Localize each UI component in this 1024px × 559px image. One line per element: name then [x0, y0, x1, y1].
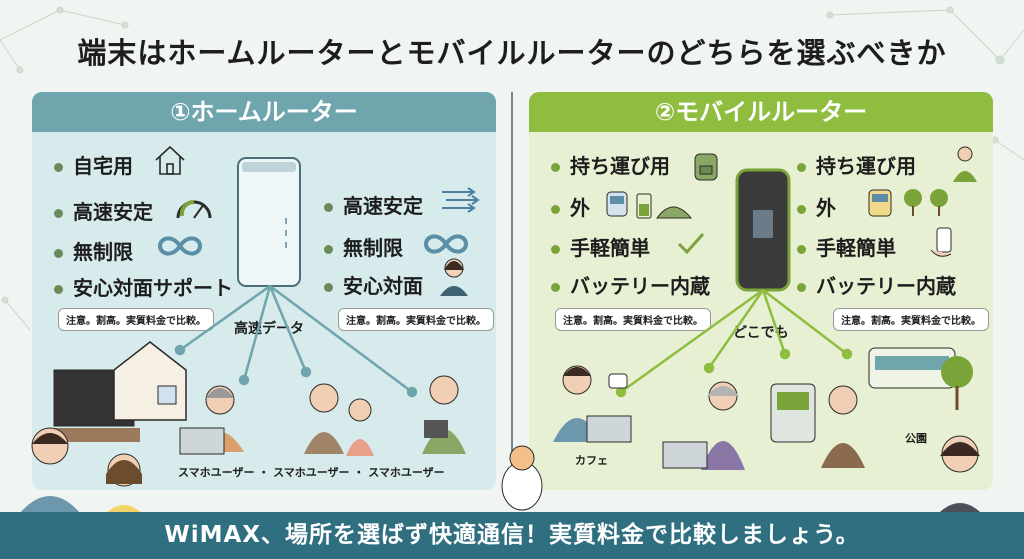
- bullet: [54, 285, 63, 294]
- bullet: [797, 205, 806, 214]
- home-note-left: 注意。割高。実質料金で比較。: [58, 308, 214, 331]
- tree-icon: [941, 356, 973, 410]
- mobile-feature-r4: バッテリー内蔵: [797, 270, 956, 299]
- coffee-cup-icon: [608, 373, 628, 389]
- home-feature-3: 無制限: [54, 236, 133, 265]
- bullet: [324, 203, 333, 212]
- mobile-feature-3: 手軽簡単: [551, 232, 650, 261]
- person-support-woman: [940, 435, 980, 512]
- anywhere-label: どこでも: [733, 325, 789, 341]
- mobile-illustrations: [553, 146, 977, 470]
- bullet: [54, 249, 63, 258]
- bullet: [551, 283, 560, 292]
- mobile-feature-4: バッテリー内蔵: [551, 270, 710, 299]
- home-router-device: [237, 157, 301, 287]
- mobile-note-left: 注意。割高。実質料金で比較。: [555, 308, 711, 331]
- person-man: [20, 427, 80, 512]
- cafe-label: カフェ: [575, 454, 608, 467]
- checkmark-icon: [677, 233, 705, 255]
- train-scene: [770, 383, 816, 443]
- mobile-feature-r2: 外: [797, 192, 836, 221]
- bullet: [797, 245, 806, 254]
- bullet: [551, 245, 560, 254]
- mobile-feature-r3: 手軽簡単: [797, 232, 896, 261]
- mobile-feature-2: 外: [551, 192, 590, 221]
- trees-icon: [904, 189, 948, 216]
- battery-icon: [636, 193, 652, 219]
- bullet: [324, 283, 333, 292]
- train-icon: [606, 191, 628, 217]
- mobile-feature-r1: 持ち運び用: [797, 150, 916, 179]
- page-title: 端末はホームルーターとモバイルルーターのどちらを選ぶべきか: [77, 36, 947, 70]
- bottom-banner: WiMAX、場所を選ばず快適通信！実質料金で比較しましょう。: [0, 512, 1024, 559]
- park-train-icon: [868, 347, 956, 389]
- home-feature-4: 安心対面サポート: [54, 272, 233, 301]
- bullet: [551, 163, 560, 172]
- user-group-3: [422, 375, 466, 454]
- speedometer-icon: [176, 199, 212, 219]
- cafe-user: [553, 365, 632, 443]
- home-feature-r1: 高速安定: [324, 190, 423, 219]
- bullet: [797, 163, 806, 172]
- user-group-2: [304, 383, 374, 456]
- home-feature-1: 自宅用: [54, 150, 133, 179]
- mobile-router-device: [735, 168, 791, 292]
- bullet: [797, 283, 806, 292]
- home-note-right: 注意。割高。実質料金で比較。: [338, 308, 494, 331]
- infinity-icon: [423, 234, 469, 254]
- home-router-panel: ①ホームルーター 自宅用 高速安定 無制限 安心対面サポート 高速安定 無制限 …: [32, 92, 496, 490]
- mobile-router-header: ②モバイルルーター: [529, 92, 993, 132]
- mobile-note-right: 注意。割高。実質料金で比較。: [833, 308, 989, 331]
- cat-icon: [501, 445, 543, 511]
- infinity-icon: [157, 236, 203, 256]
- home-feature-r3: 安心対面: [324, 270, 423, 299]
- park-label: 公園: [905, 432, 927, 445]
- users-label: スマホユーザー ・ スマホユーザー ・ スマホユーザー: [178, 466, 445, 479]
- phone-hand-icon: [930, 227, 952, 257]
- backpack-icon: [694, 153, 718, 181]
- bullet: [324, 245, 333, 254]
- arrows-icon: [442, 187, 480, 213]
- foreground-people: [20, 427, 980, 512]
- home-router-header: ①ホームルーター: [32, 92, 496, 132]
- bullet: [54, 163, 63, 172]
- house-icon: [113, 341, 187, 421]
- bullet: [54, 209, 63, 218]
- bullet: [551, 205, 560, 214]
- home-illustrations: [50, 145, 480, 456]
- home-feature-r2: 無制限: [324, 232, 403, 261]
- train-icon: [868, 189, 892, 217]
- mobile-feature-1: 持ち運び用: [551, 150, 670, 179]
- mobile-router-panel: ②モバイルルーター 持ち運び用 外 手軽簡単 バッテリー内蔵 持ち運び用 外 手…: [529, 92, 993, 490]
- user-group-1: [179, 385, 244, 455]
- old-man-user: [821, 385, 865, 468]
- laptop-user: [662, 381, 745, 470]
- person-woman: [106, 453, 142, 512]
- hiker-icon: [953, 146, 977, 182]
- panel-divider: [511, 92, 513, 492]
- woman-support-icon: [440, 258, 468, 296]
- hill-icon: [656, 206, 693, 219]
- home-feature-2: 高速安定: [54, 196, 153, 225]
- house-icon: [155, 145, 185, 175]
